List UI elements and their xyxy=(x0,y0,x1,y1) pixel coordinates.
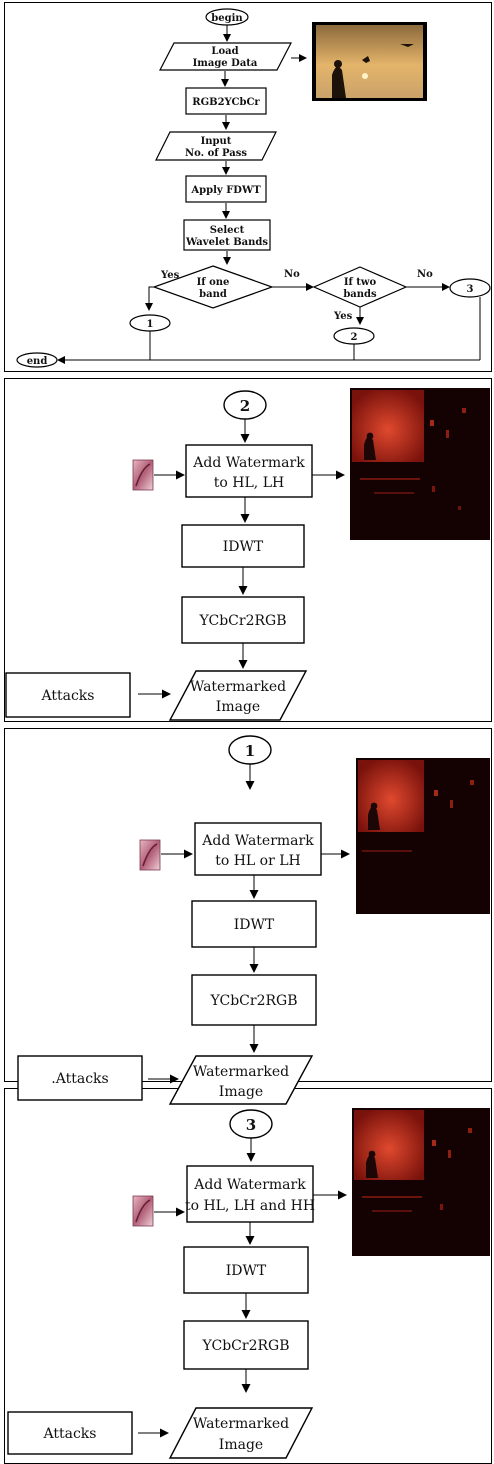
wavelet-decomposition-image xyxy=(352,1108,490,1256)
connector-2-label: 2 xyxy=(351,332,358,343)
flow3-watermarked-label-2: Image xyxy=(219,1084,263,1100)
no-label-2: No xyxy=(417,269,433,280)
apply-fdwt-label: Apply FDWT xyxy=(190,185,261,196)
input-pass-label-1: Input xyxy=(201,136,232,147)
load-label-2: Image Data xyxy=(193,58,258,69)
select-bands-node: Select Wavelet Bands xyxy=(183,219,271,251)
flow2-watermarked-label-1: Watermarked xyxy=(190,679,286,695)
if-two-bands-decision: If two bands xyxy=(312,266,408,308)
flow4-watermarked-label-2: Image xyxy=(219,1437,263,1453)
flow2-watermarked-label-2: Image xyxy=(216,699,260,715)
flow4-watermarked-label-1: Watermarked xyxy=(193,1416,289,1432)
flow4-attacks-label: Attacks xyxy=(43,1426,97,1442)
wavelet-decomposition-image xyxy=(350,388,490,540)
flow2-addwm-label-2: to HL, LH xyxy=(214,475,284,491)
flow3-attacks-label: .Attacks xyxy=(51,1071,108,1087)
flow2-connector-label: 2 xyxy=(240,397,250,415)
load-image-data-node: Load Image Data xyxy=(159,42,292,71)
if-one-band-decision: If one band xyxy=(152,265,274,309)
flow3-ycbcr2rgb-label: YCbCr2RGB xyxy=(210,993,298,1009)
if-two-label-1: If two xyxy=(344,277,377,288)
apply-fdwt-node: Apply FDWT xyxy=(185,175,267,203)
flow2-ycbcr2rgb-label: YCbCr2RGB xyxy=(199,613,287,629)
rgb2ycbcr-label: RGB2YCbCr xyxy=(192,97,260,108)
if-one-label-2: band xyxy=(199,289,227,300)
flow3-addwm-label-1: Add Watermark xyxy=(201,833,314,849)
host-image-thumbnail xyxy=(312,22,427,101)
flow2: 2 Add Watermark to HL, LH IDWT xyxy=(5,388,490,721)
flow4-idwt-label: IDWT xyxy=(226,1263,267,1279)
watermark-logo-image xyxy=(139,839,161,871)
watermark-logo-image xyxy=(132,1195,154,1227)
flow4-connector-label: 3 xyxy=(246,1116,256,1134)
flow3-addwm-label-2: to HL or LH xyxy=(215,853,301,869)
flow4: 3 Add Watermark to HL, LH and HH IDWT xyxy=(7,1108,490,1459)
flow2-attacks-label: Attacks xyxy=(41,688,95,704)
select-bands-label-1: Select xyxy=(210,225,245,236)
input-pass-label-2: No. of Pass xyxy=(185,148,247,159)
if-two-label-2: bands xyxy=(343,289,377,300)
end-label: end xyxy=(27,356,48,367)
begin-terminal: begin xyxy=(205,8,249,26)
flow2-addwm-label-1: Add Watermark xyxy=(192,455,305,471)
connector-3-label: 3 xyxy=(467,284,474,295)
flow2-idwt-label: IDWT xyxy=(223,539,264,555)
connector-3: 3 xyxy=(449,278,491,298)
yes-label-1: Yes xyxy=(160,270,180,281)
rgb2ycbcr-node: RGB2YCbCr xyxy=(185,87,267,115)
flow4-addwm-label-2: to HL, LH and HH xyxy=(185,1198,315,1214)
connector-1: 1 xyxy=(129,314,171,332)
end-terminal: end xyxy=(16,352,58,368)
yes-label-2: Yes xyxy=(333,311,353,322)
flow3-connector-label: 1 xyxy=(245,742,255,760)
connector-1-label: 1 xyxy=(147,319,154,330)
watermark-logo-image xyxy=(132,459,154,491)
select-bands-label-2: Wavelet Bands xyxy=(185,237,268,248)
flow4-ycbcr2rgb-label: YCbCr2RGB xyxy=(202,1338,290,1354)
flow3-idwt-label: IDWT xyxy=(234,917,275,933)
no-label-1: No xyxy=(284,269,300,280)
wavelet-decomposition-image xyxy=(356,758,490,914)
begin-label: begin xyxy=(211,13,243,24)
load-label-1: Load xyxy=(211,46,238,57)
if-one-label-1: If one xyxy=(197,277,230,288)
flow4-addwm-label-1: Add Watermark xyxy=(193,1177,306,1193)
flow3-watermarked-label-1: Watermarked xyxy=(193,1064,289,1080)
input-pass-node: Input No. of Pass xyxy=(155,131,277,161)
flow3: 1 Add Watermark to HL or LH IDWT YCbCr2R… xyxy=(17,735,490,1105)
